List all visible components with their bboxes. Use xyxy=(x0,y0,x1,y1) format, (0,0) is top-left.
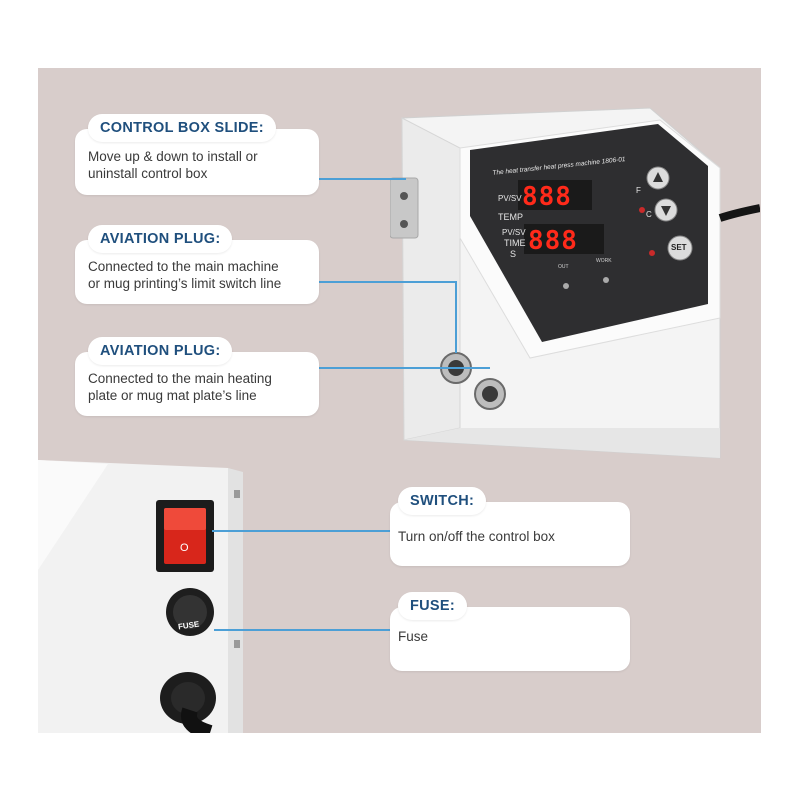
temperature-display: 888 xyxy=(522,182,572,212)
switch-off-mark: O xyxy=(180,542,189,554)
callout-title-control-box-slide: CONTROL BOX SLIDE: xyxy=(88,114,276,142)
time-label: TIME xyxy=(504,238,526,248)
pv-sv-label-2: PV/SV xyxy=(502,228,526,237)
callout-desc-aviation-plug-2-1: Connected to the main heating xyxy=(88,371,272,386)
set-button[interactable]: SET xyxy=(671,243,687,252)
up-arrow-icon[interactable] xyxy=(649,166,669,186)
s-label: S xyxy=(510,249,517,259)
callout-desc-aviation-plug-1-2: or mug printing’s limit switch line xyxy=(88,276,282,291)
fahrenheit-label: F xyxy=(636,186,641,195)
power-switch[interactable] xyxy=(156,500,214,572)
connector-line-fuse xyxy=(214,629,390,631)
callout-title-aviation-plug-1: AVIATION PLUG: xyxy=(88,225,233,253)
time-display: 888 xyxy=(528,226,578,256)
out-label: OUT xyxy=(558,264,569,270)
connector-line-plug1-v xyxy=(455,281,457,353)
callout-desc-fuse: Fuse xyxy=(398,629,429,644)
callout-title-switch: SWITCH: xyxy=(398,487,487,515)
celsius-label: C xyxy=(646,210,652,219)
callout-desc-aviation-plug-1-1: Connected to the main machine xyxy=(88,259,279,274)
connector-line-switch xyxy=(212,530,390,532)
down-arrow-icon[interactable] xyxy=(657,198,677,218)
work-label: WORK xyxy=(596,258,612,264)
control-box-device xyxy=(390,107,760,459)
callout-desc-aviation-plug-2-2: plate or mug mat plate’s line xyxy=(88,388,257,403)
heat-press-side-panel xyxy=(38,460,243,733)
callout-desc-switch: Turn on/off the control box xyxy=(398,529,555,544)
callout-title-aviation-plug-2: AVIATION PLUG: xyxy=(88,337,233,365)
product-illustration: The heat transfer heat press machine 180… xyxy=(38,68,761,733)
callout-desc-control-box-slide-1: Move up & down to install or xyxy=(88,149,258,164)
connector-line-plug1-h xyxy=(318,281,456,283)
pv-sv-label: PV/SV xyxy=(498,194,522,203)
callout-title-fuse: FUSE: xyxy=(398,592,467,620)
connector-line-slide xyxy=(318,178,406,180)
callout-desc-control-box-slide-2: uninstall control box xyxy=(88,166,208,181)
connector-line-plug2-h xyxy=(318,367,490,369)
temp-label: TEMP xyxy=(498,212,524,222)
